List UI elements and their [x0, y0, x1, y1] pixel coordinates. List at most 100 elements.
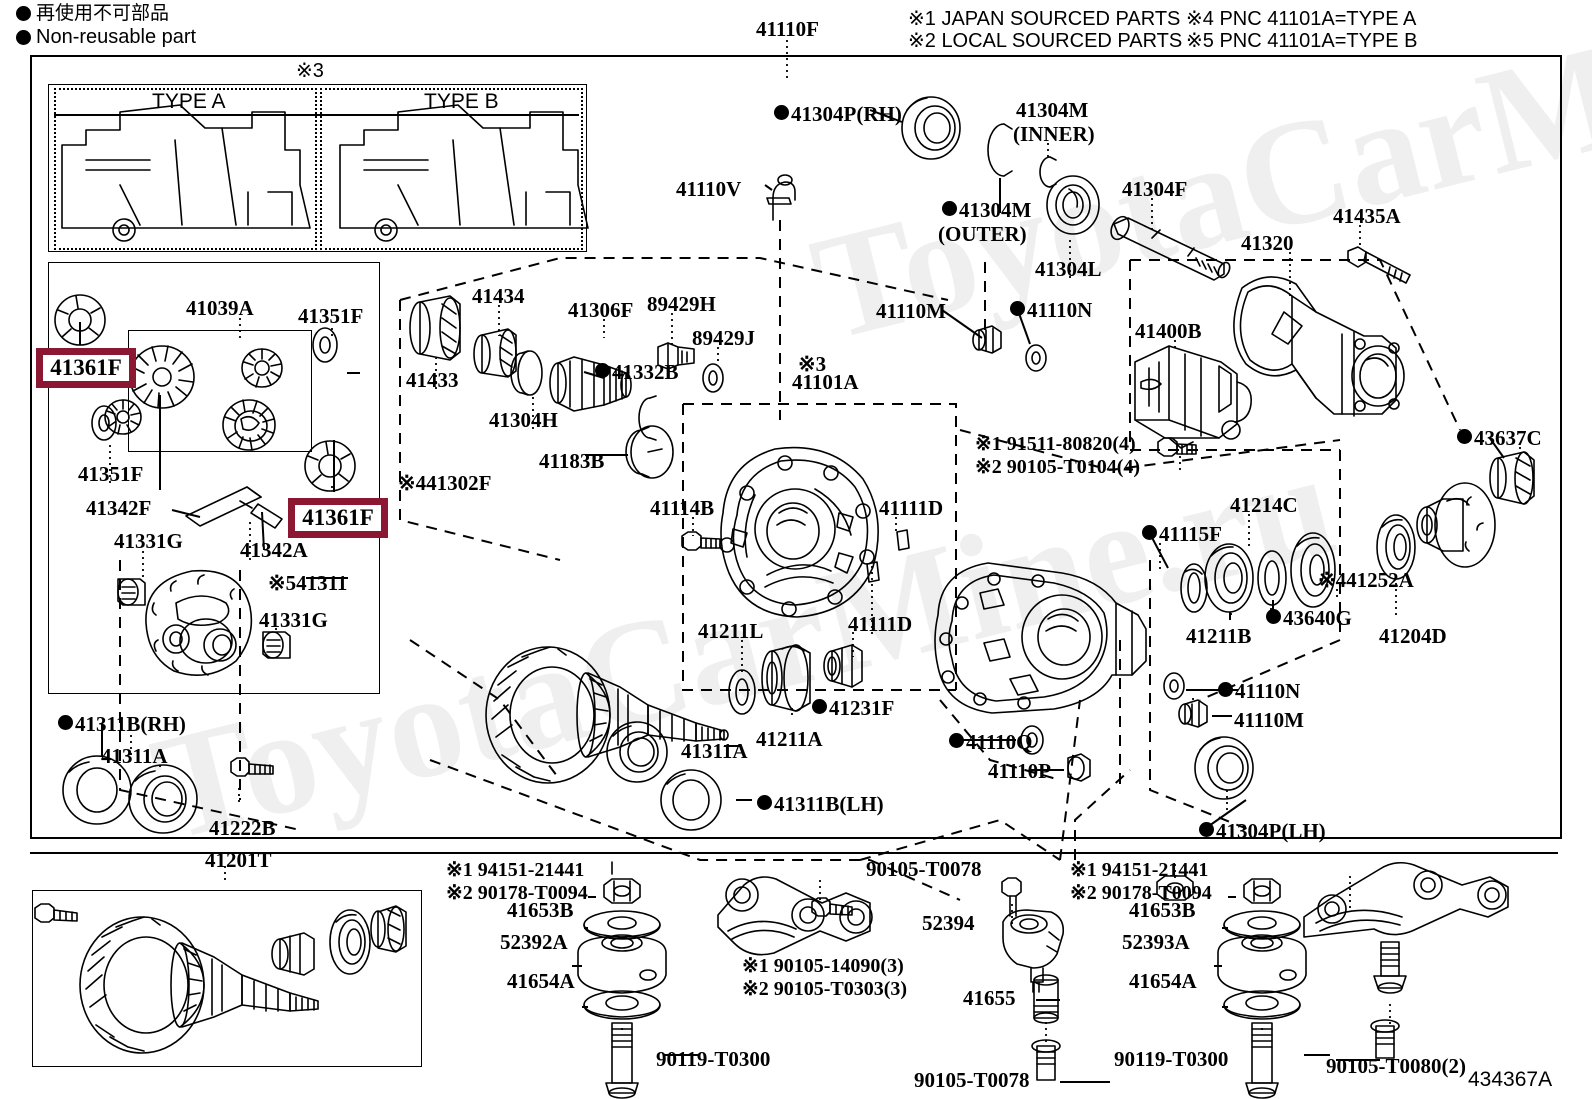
callout-41101a: 41101A [792, 370, 859, 395]
callout-label: 41110V [676, 177, 742, 201]
callout-label: 41433 [406, 368, 459, 392]
right-mount-lower-washer: 41654A [1129, 969, 1197, 993]
non-reusable-dot [595, 363, 610, 378]
left-mount-bolt: 90119-T0300 [656, 1047, 771, 1071]
callout-label: 41222B [209, 816, 276, 840]
callout-label: 41211A [756, 727, 823, 751]
callout-label: 41115F [1159, 522, 1223, 546]
non-reusable-dot [1142, 525, 1157, 540]
callout-41304m: 41304M [942, 198, 1032, 223]
non-reusable-dot [757, 795, 772, 810]
ring-pinion-frame [32, 890, 422, 1067]
right-mount-note-2: ※2 90178-T0094 [1070, 882, 1212, 904]
left-mount-upper-washer: 41653B [507, 898, 574, 922]
callout-41211b: 41211B [1186, 624, 1252, 649]
callout-41110m: 41110M [1234, 708, 1304, 733]
non-reusable-dot [1010, 301, 1025, 316]
left-mount-lower-washer: 41654A [507, 969, 575, 993]
callout-label: 41332B [612, 360, 679, 384]
legend-note-4: ※4 PNC 41101A=TYPE A [1186, 8, 1417, 30]
legend-note-1: ※1 JAPAN SOURCED PARTS [908, 8, 1181, 30]
callout-41114b: 41114B [650, 496, 715, 521]
callout-label: 41351F [78, 462, 144, 486]
non-reusable-dot [1218, 682, 1233, 697]
callout-41304p-lh: 41304P(LH) [1199, 819, 1326, 844]
callout-41304h: 41304H [489, 408, 558, 433]
center-mount-bolt-top: 90105-T0078 [866, 857, 982, 881]
callout-label: 41342A [240, 538, 308, 562]
callout-label: 41304L [1035, 257, 1102, 281]
callout-label: 41111D [879, 496, 944, 520]
callout-label: 41304P(RH) [791, 102, 902, 126]
callout-label: ※3 [798, 352, 827, 376]
callout-41435a: 41435A [1333, 204, 1401, 229]
left-mount-insulator: 52392A [500, 930, 568, 954]
callout-label: 41331G [259, 608, 328, 632]
callout-label: 41304P(LH) [1216, 819, 1326, 843]
callout-41311a: 41311A [681, 739, 748, 764]
callout-41311b-rh: 41311B(RH) [58, 712, 186, 737]
non-reusable-dot [949, 733, 964, 748]
callout-label: 41304M [1016, 98, 1089, 122]
center-mount-bolt-bottom: 90105-T0078 [914, 1068, 1030, 1092]
callout-41331g: 41331G [259, 608, 328, 633]
callout-label: 41311B(LH) [774, 792, 884, 816]
callout-label: 41211B [1186, 624, 1252, 648]
callout-label: (INNER) [1013, 122, 1095, 146]
highlight-41361f-bottom-label: 41361F [302, 505, 374, 530]
callout-label: 41110N [1235, 679, 1301, 703]
bottom-section-divider [30, 852, 1558, 854]
type-b-label: TYPE B [424, 90, 499, 113]
center-mount-bushing: 41655 [963, 986, 1016, 1010]
callout-label: 41110N [1027, 298, 1093, 322]
non-reusable-dot-en [16, 30, 31, 45]
callout-441302f: ※441302F [398, 471, 492, 496]
diff-bolt-note-2: ※2 90105-T0104(4) [975, 456, 1141, 478]
callout-89429h: 89429H [647, 292, 716, 317]
callout-41331g: 41331G [114, 529, 183, 554]
callout-label: 43637C [1474, 426, 1542, 450]
callout-41111d: 41111D [848, 612, 912, 637]
highlight-41361f-top-label: 41361F [50, 355, 122, 380]
callout-label: 41114B [650, 496, 715, 520]
callout-label: 41342F [86, 496, 152, 520]
callout-41110v: 41110V [676, 177, 742, 202]
non-reusable-dot [812, 699, 827, 714]
callout-41342a: 41342A [240, 538, 308, 563]
callout-label: 41434 [472, 284, 525, 308]
callout-label: 41400B [1135, 319, 1202, 343]
callout-41311a: 41311A [101, 744, 168, 769]
callout-label: 41306F [568, 298, 634, 322]
callout-label: 41311A [101, 744, 168, 768]
non-reusable-dot [1199, 822, 1214, 837]
callout-label: ※441302F [398, 471, 492, 495]
legend-note-5: ※5 PNC 41101A=TYPE B [1186, 30, 1418, 52]
main-diagram-frame [30, 55, 1562, 839]
callout-label: 41211L [698, 619, 764, 643]
callout-label: 41101A [792, 370, 859, 394]
callout-label: 41204D [1379, 624, 1447, 648]
callout-41311b-lh: 41311B(LH) [757, 792, 884, 817]
callout-41110q: 41110Q [949, 730, 1033, 755]
highlight-41361f-bottom[interactable]: 41361F [288, 498, 388, 538]
diff-bolt-note-1: ※1 91511-80820(4) [975, 433, 1136, 455]
non-reusable-dot [1457, 429, 1472, 444]
callout-41304l: 41304L [1035, 257, 1102, 282]
highlight-41361f-top[interactable]: 41361F [36, 348, 136, 388]
callout-41183b: 41183B [539, 449, 604, 474]
left-mount-note-2: ※2 90178-T0094 [446, 882, 588, 904]
callout-41111d: 41111D [879, 496, 944, 521]
callout-41332b: 41332B [595, 360, 679, 385]
callout-outer: (OUTER) [938, 222, 1027, 247]
type-a-cell [54, 88, 317, 250]
callout-label: 41110Q [966, 730, 1033, 754]
non-reusable-dot [942, 201, 957, 216]
callout-label: 41304M [959, 198, 1032, 222]
callout-41110n: 41110N [1218, 679, 1301, 704]
callout-label: 41214C [1230, 493, 1298, 517]
callout-41304f: 41304F [1122, 177, 1187, 202]
right-mount-insulator: 52393A [1122, 930, 1190, 954]
callout-label: 89429H [647, 292, 716, 316]
